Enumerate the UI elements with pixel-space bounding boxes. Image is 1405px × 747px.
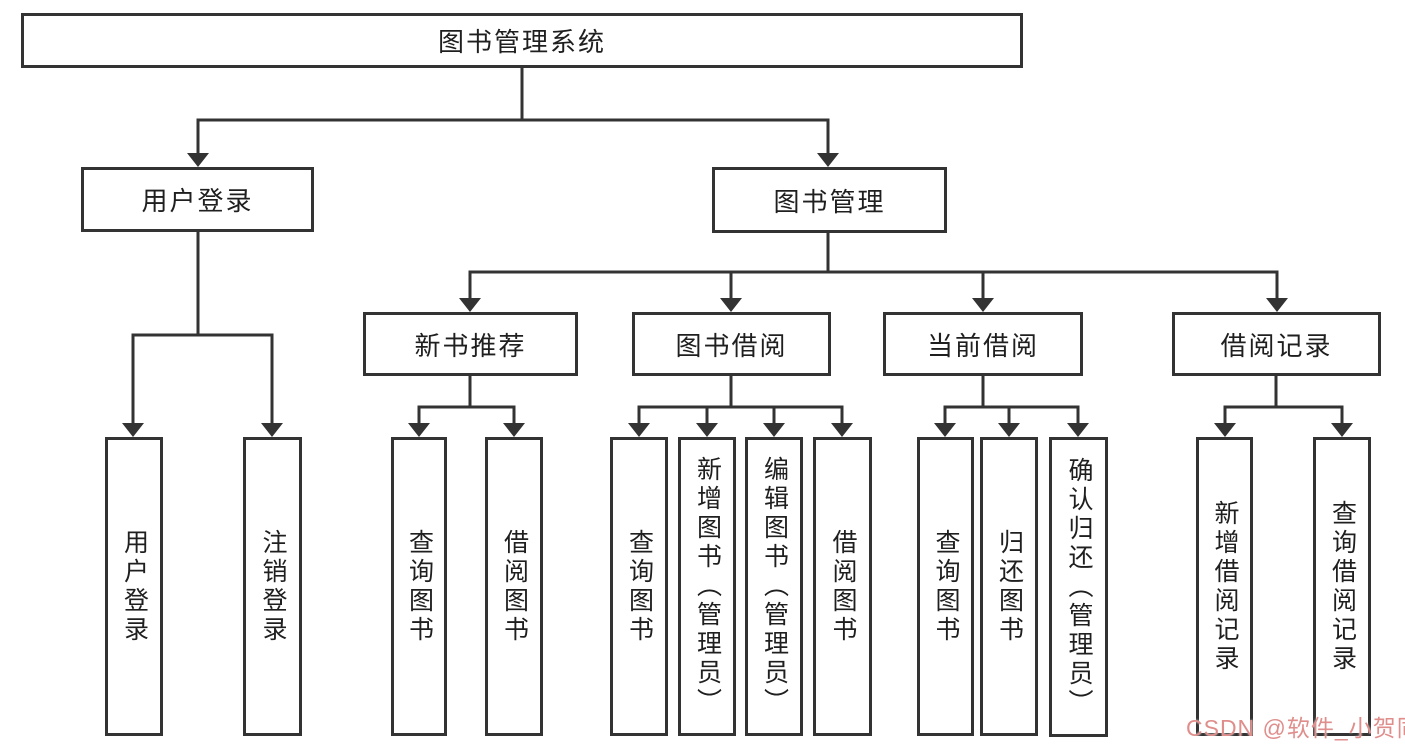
leaf-query-books-recommend: 查询图书	[391, 437, 447, 736]
node-label: 图书管理	[773, 186, 886, 217]
branch-new-book-recommend: 新书推荐	[363, 312, 578, 376]
branch-current-borrow: 当前借阅	[883, 312, 1083, 376]
node-label: 新书推荐	[414, 330, 527, 361]
node-label: 归还图书	[995, 528, 1024, 645]
leaf-query-borrow-record: 查询借阅记录	[1313, 437, 1371, 736]
branch-book-borrow: 图书借阅	[632, 312, 831, 376]
node-label: 查询图书	[405, 528, 434, 645]
node-label: 新增图书（管理员）	[693, 456, 722, 717]
node-label: 当前借阅	[926, 330, 1039, 361]
root-node-library-system: 图书管理系统	[21, 13, 1023, 68]
node-label: 查询图书	[932, 528, 960, 645]
leaf-confirm-return-admin: 确认归还（管理员）	[1049, 437, 1108, 737]
leaf-add-borrow-record: 新增借阅记录	[1196, 437, 1253, 736]
node-label: 借阅记录	[1220, 330, 1333, 361]
node-label: 查询借阅记录	[1328, 499, 1357, 674]
branch-book-management: 图书管理	[712, 167, 947, 233]
node-label: 用户登录	[141, 186, 254, 216]
leaf-query-books-borrow: 查询图书	[610, 437, 668, 736]
node-label: 确认归还（管理员）	[1065, 456, 1093, 718]
node-label: 新增借阅记录	[1211, 499, 1239, 674]
node-label: 图书管理系统	[437, 27, 606, 57]
node-label: 借阅图书	[829, 528, 857, 645]
node-label: 注销登录	[259, 528, 287, 645]
leaf-logout: 注销登录	[243, 437, 302, 736]
leaf-borrow-books: 借阅图书	[813, 437, 872, 736]
csdn-watermark: CSDN @软件_小贺同学	[1186, 715, 1405, 741]
leaf-edit-books-admin: 编辑图书（管理员）	[745, 437, 803, 736]
node-label: 用户登录	[120, 528, 149, 645]
leaf-add-books-admin: 新增图书（管理员）	[678, 437, 736, 736]
branch-user-login: 用户登录	[81, 167, 314, 232]
node-label: 图书借阅	[675, 330, 788, 361]
branch-borrow-records: 借阅记录	[1172, 312, 1381, 376]
leaf-borrow-books-recommend: 借阅图书	[485, 437, 543, 736]
node-label: 查询图书	[625, 528, 654, 645]
node-label: 借阅图书	[500, 528, 529, 645]
node-label: 编辑图书（管理员）	[760, 456, 789, 717]
leaf-user-login: 用户登录	[105, 437, 163, 736]
leaf-return-books: 归还图书	[980, 437, 1038, 736]
leaf-query-books-current: 查询图书	[917, 437, 974, 736]
